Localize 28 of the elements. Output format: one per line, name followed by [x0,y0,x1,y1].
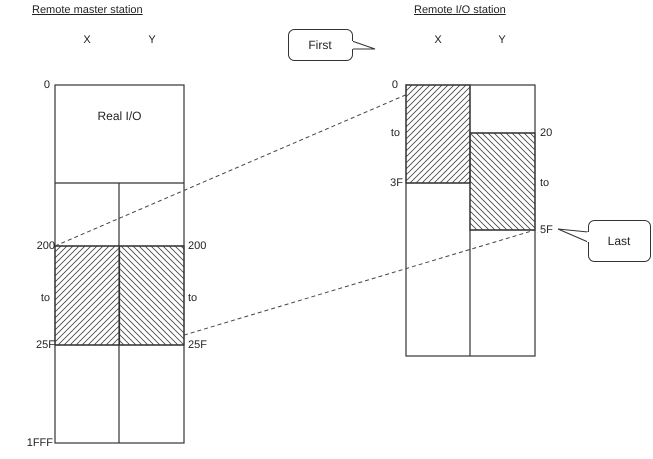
address-label: to [40,292,50,304]
address-label: 5F [540,224,553,236]
address-label: to [188,292,198,304]
column-label: Y [497,34,507,46]
address-label: 1FFF [26,437,53,449]
column-label: X [82,34,92,46]
address-label: 200 [188,240,206,252]
column-label: Y [147,34,157,46]
callout-text: Last [606,234,632,248]
section-heading: Remote master station [32,4,143,16]
section-heading: Remote I/O station [414,4,506,16]
address-label: 25F [36,339,55,351]
address-label: 20 [540,127,552,139]
dashed-connector [54,94,406,246]
hatched-memory-region [55,246,184,345]
hatched-memory-region [406,85,470,183]
address-label: 0 [44,79,50,91]
address-label: 25F [188,339,207,351]
callout-text: First [307,38,333,52]
hatched-memory-region [470,133,535,230]
address-label: 0 [392,79,398,91]
address-label: 200 [36,240,55,252]
address-label: to [540,177,550,189]
dashed-connector [184,230,536,336]
region-label: Real I/O [96,109,142,123]
column-label: X [433,34,443,46]
address-label: 3F [390,177,403,189]
address-label: to [390,127,400,139]
